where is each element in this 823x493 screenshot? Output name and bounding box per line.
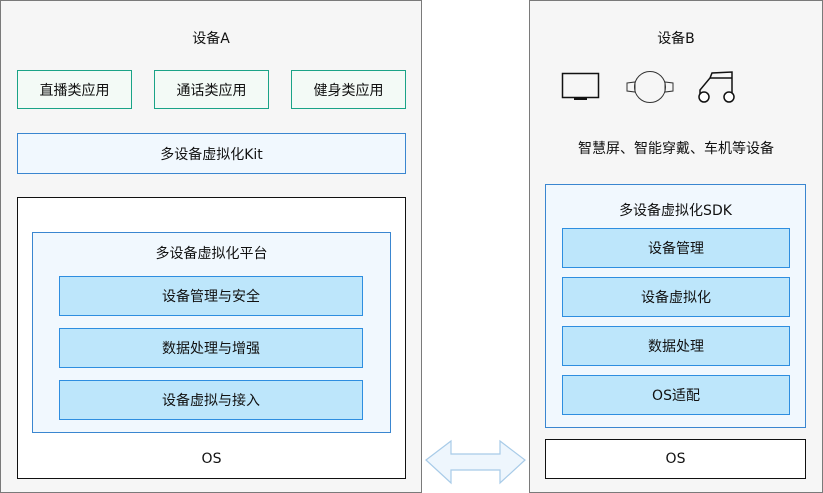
car-icon: [698, 71, 735, 103]
module-os-adaptation: OS适配: [562, 375, 790, 415]
device-b-caption: 智慧屏、智能穿戴、车机等设备: [578, 141, 774, 157]
wearable-icon: [626, 71, 674, 103]
app-live-streaming: 直播类应用: [17, 70, 132, 109]
module-data-processing: 数据处理与增强: [59, 328, 363, 368]
virtualization-kit: 多设备虚拟化Kit: [17, 133, 406, 174]
app-fitness: 健身类应用: [291, 70, 406, 109]
device-b-title: 设备B: [657, 31, 695, 47]
module-device-virtualization: 设备虚拟化: [562, 277, 790, 317]
module-device-virtual-access: 设备虚拟与接入: [59, 380, 363, 420]
module-device-mgmt-security: 设备管理与安全: [59, 276, 363, 316]
sdk-title: 多设备虚拟化SDK: [619, 203, 732, 219]
module-device-mgmt: 设备管理: [562, 228, 790, 268]
device-a-title: 设备A: [192, 31, 230, 47]
platform-title: 多设备虚拟化平台: [155, 246, 268, 262]
module-data-processing-b: 数据处理: [562, 326, 790, 366]
app-calling: 通话类应用: [154, 70, 269, 109]
device-b-os-box: OS: [545, 439, 806, 479]
device-a-os-label: OS: [201, 451, 222, 467]
bidirectional-arrow-icon: [425, 439, 526, 485]
tv-icon: [561, 72, 600, 100]
